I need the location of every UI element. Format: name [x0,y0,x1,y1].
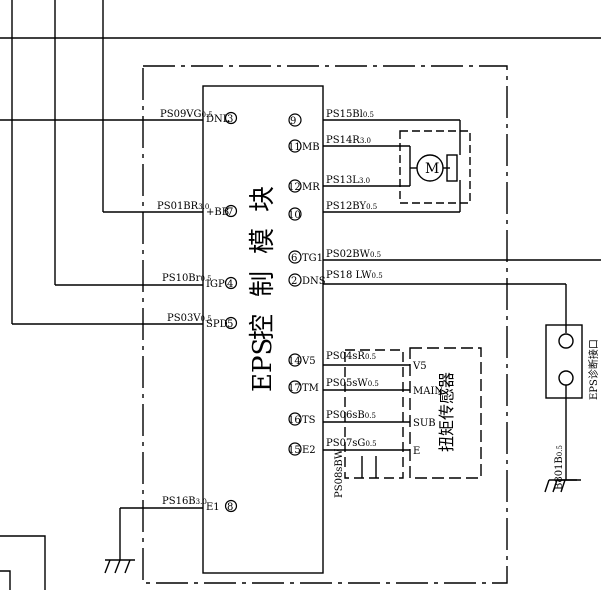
pin-name-dns: DNS [302,276,326,287]
wire-ps10br: PS10Br0.5 [162,273,212,284]
pin-num-16: 16 [288,415,301,426]
pin-num-10: 10 [288,210,301,221]
wire-ps03v: PS03V0.5 [167,313,212,324]
wire-ps12by: PS12BY0.5 [326,201,377,212]
pin-name-mb: MB [302,142,320,153]
wire-ps08sbw: PS08sBW [334,448,345,498]
eps-control-module [202,85,324,574]
connector-pin-2 [558,370,574,386]
connector-pin-1 [558,333,574,349]
wire-ps14r: PS14R3.0 [326,135,371,146]
motor-label: M [425,161,439,177]
pin-name-bb: +BB [206,207,229,218]
module-title-cn-2: 制 [248,271,278,297]
motor-resistor [446,154,458,182]
wire-ps02bw: PS02BW0.5 [326,249,381,260]
pin-name-igp: IGP [206,279,225,290]
pin-name-e1: E1 [206,502,220,513]
wire-ps09vg: PS09VG0.5 [160,109,213,120]
pin-name-tg1: TG1 [302,253,323,264]
wire-ps04sr: PS04sR0.5 [326,351,376,362]
module-title-cn-4: 块 [248,186,278,212]
pin-name-e2: E2 [302,445,316,456]
pin-num-e1: 8 [227,502,233,513]
pin-num-igp: 4 [227,279,233,290]
pin-num-bb: 7 [227,207,233,218]
pin-name-dnl: DNL [206,114,230,125]
wire-ps15bl: PS15Bl0.5 [326,109,374,120]
pin-name-tm: TM [302,383,319,394]
pin-name-v5: V5 [301,356,316,367]
eps-enclosure [142,65,508,584]
pin-num-2: 2 [291,276,297,287]
pin-num-dnl: 3 [227,114,233,125]
pin-num-11: 11 [288,142,301,153]
wire-ps06sb: PS06sB0.5 [326,410,376,421]
diagnostic-connector [545,324,583,399]
pin-num-spd: 5 [227,319,233,330]
wire-ps18lw: PS18 LW0.5 [326,270,383,281]
shield-box [344,349,404,479]
motor-box [399,130,471,204]
module-title-eps: EPS [248,338,278,392]
sensor-pin-sub: SUB [413,418,436,429]
pin-num-17: 17 [288,383,301,394]
connector-label: EPS诊断接口 [587,339,600,400]
pin-num-15: 15 [288,445,301,456]
sensor-title: 扭矩传感器 [437,372,456,452]
wire-b801b: B801B0.5 [554,445,565,490]
pin-num-9: 9 [290,116,296,127]
sensor-pin-main: MAIN [413,386,443,397]
pin-name-mr: MR [302,182,320,193]
wire-ps05sw: PS05sW0.5 [326,378,379,389]
pin-name-ts: TS [302,415,316,426]
wire-ps01br: PS01BR3.0 [157,201,209,212]
sensor-pin-v5: V5 [412,361,427,372]
pin-name-spd: SPD [206,319,228,330]
wire-ps16b: PS16B3.0 [162,496,207,507]
module-title-cn-3: 模 [248,228,278,254]
sensor-pin-e: E [413,446,420,457]
pin-num-6: 6 [291,253,297,264]
module-title-cn-1: 控 [248,314,278,340]
pin-num-12: 12 [288,182,301,193]
wire-ps07sg: PS07sG0.5 [326,438,377,449]
pin-num-14: 14 [288,356,301,367]
torque-sensor-box [409,347,482,479]
wire-ps13l: PS13L3.0 [326,175,370,186]
